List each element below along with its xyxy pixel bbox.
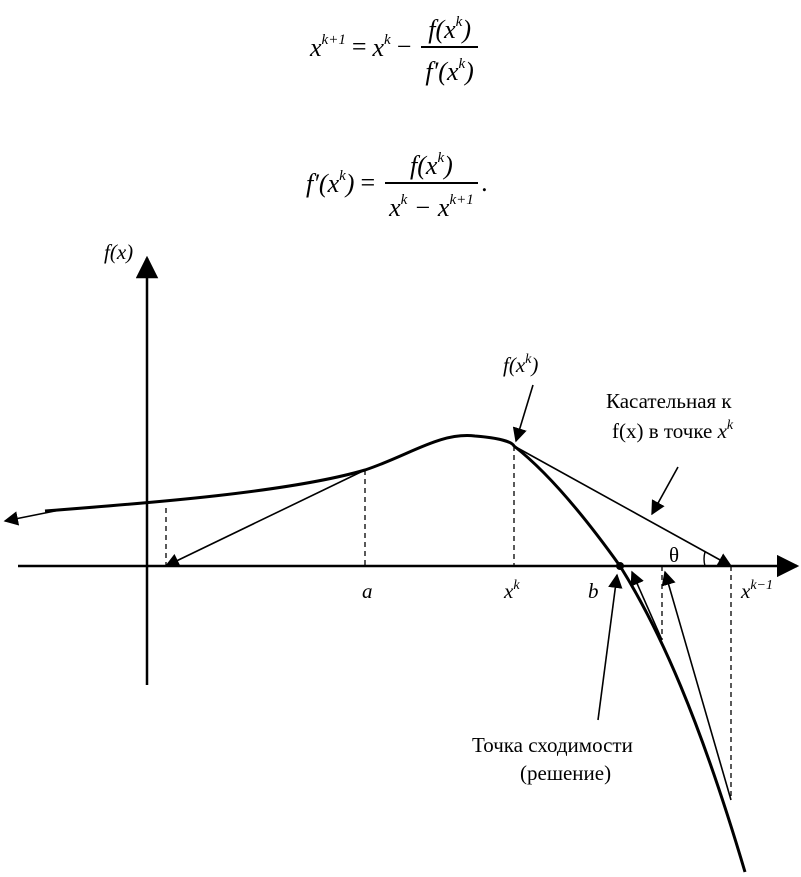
formula1-fraction: f(xk) f′(xk) [421,6,478,88]
tangent-label-line2: f(x) в точке xk [612,418,734,443]
formula1-equals: = [351,32,367,61]
tangent-arrow-left [164,469,366,567]
theta-arc [703,551,706,567]
derivative-formula: f′(xk) = f(xk) xk − xk+1 . [306,142,488,224]
fxk-pointer-arrow [512,384,534,443]
x-label-xk1: xk−1 [740,578,773,603]
y-axis-label: f(x) [104,240,133,264]
function-curve [44,434,747,873]
formula2-denominator: xk − xk+1 [389,192,474,222]
tangent-label-line1: Касательная к [606,389,732,413]
tangent-label-arrow [651,466,679,516]
convergence-label-line1: Точка сходимости [472,733,633,757]
formula2-equals: = [360,168,376,197]
formula2-lhs: f′(xk) [306,167,355,198]
formula2-period: . [481,168,489,197]
formula1-fraction-bar [421,46,478,48]
formula2-fraction-bar [385,182,478,184]
iteration-arrow-2 [630,570,663,641]
formula1-denominator: f′(xk) [425,56,474,86]
root-point [616,562,624,570]
newton-update-formula: xk+1 = xk − f(xk) f′(xk) [310,6,482,88]
fxk-label: f(xk) [503,352,538,377]
formula1-numerator: f(xk) [428,14,471,44]
formula1-term: xk [372,31,391,62]
convergence-arrow [597,573,623,721]
formula1-minus: − [396,32,412,61]
theta-label: θ [669,543,679,567]
formula1-lhs: xk+1 [310,31,346,62]
formula2-numerator: f(xk) [410,150,453,180]
x-label-b: b [588,579,599,603]
tangent-line [513,445,733,567]
iteration-arrow-1 [661,570,732,801]
formula2-fraction: f(xk) xk − xk+1 [385,142,478,224]
curve-extension-arrow [3,509,61,526]
convergence-label-line2: (решение) [520,761,611,785]
x-label-a: a [362,579,373,603]
x-label-xk: xk [503,578,520,603]
